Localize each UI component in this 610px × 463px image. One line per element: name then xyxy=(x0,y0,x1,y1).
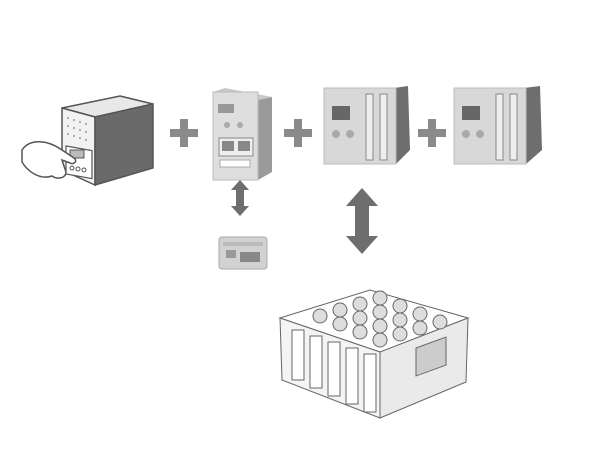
double-arrow-icon xyxy=(346,188,378,254)
bms-slave-module-icon xyxy=(453,86,542,165)
double-arrow-icon xyxy=(231,180,249,216)
battery-pack-icon xyxy=(278,289,470,419)
plus-icon xyxy=(170,119,198,147)
bms-slave-module-icon xyxy=(323,86,410,165)
bms-master-module-icon xyxy=(212,88,272,181)
tester-device-with-hand-icon xyxy=(21,95,154,187)
plus-icon xyxy=(284,119,312,147)
plus-icon xyxy=(418,119,446,147)
display-unit-icon xyxy=(218,236,268,270)
